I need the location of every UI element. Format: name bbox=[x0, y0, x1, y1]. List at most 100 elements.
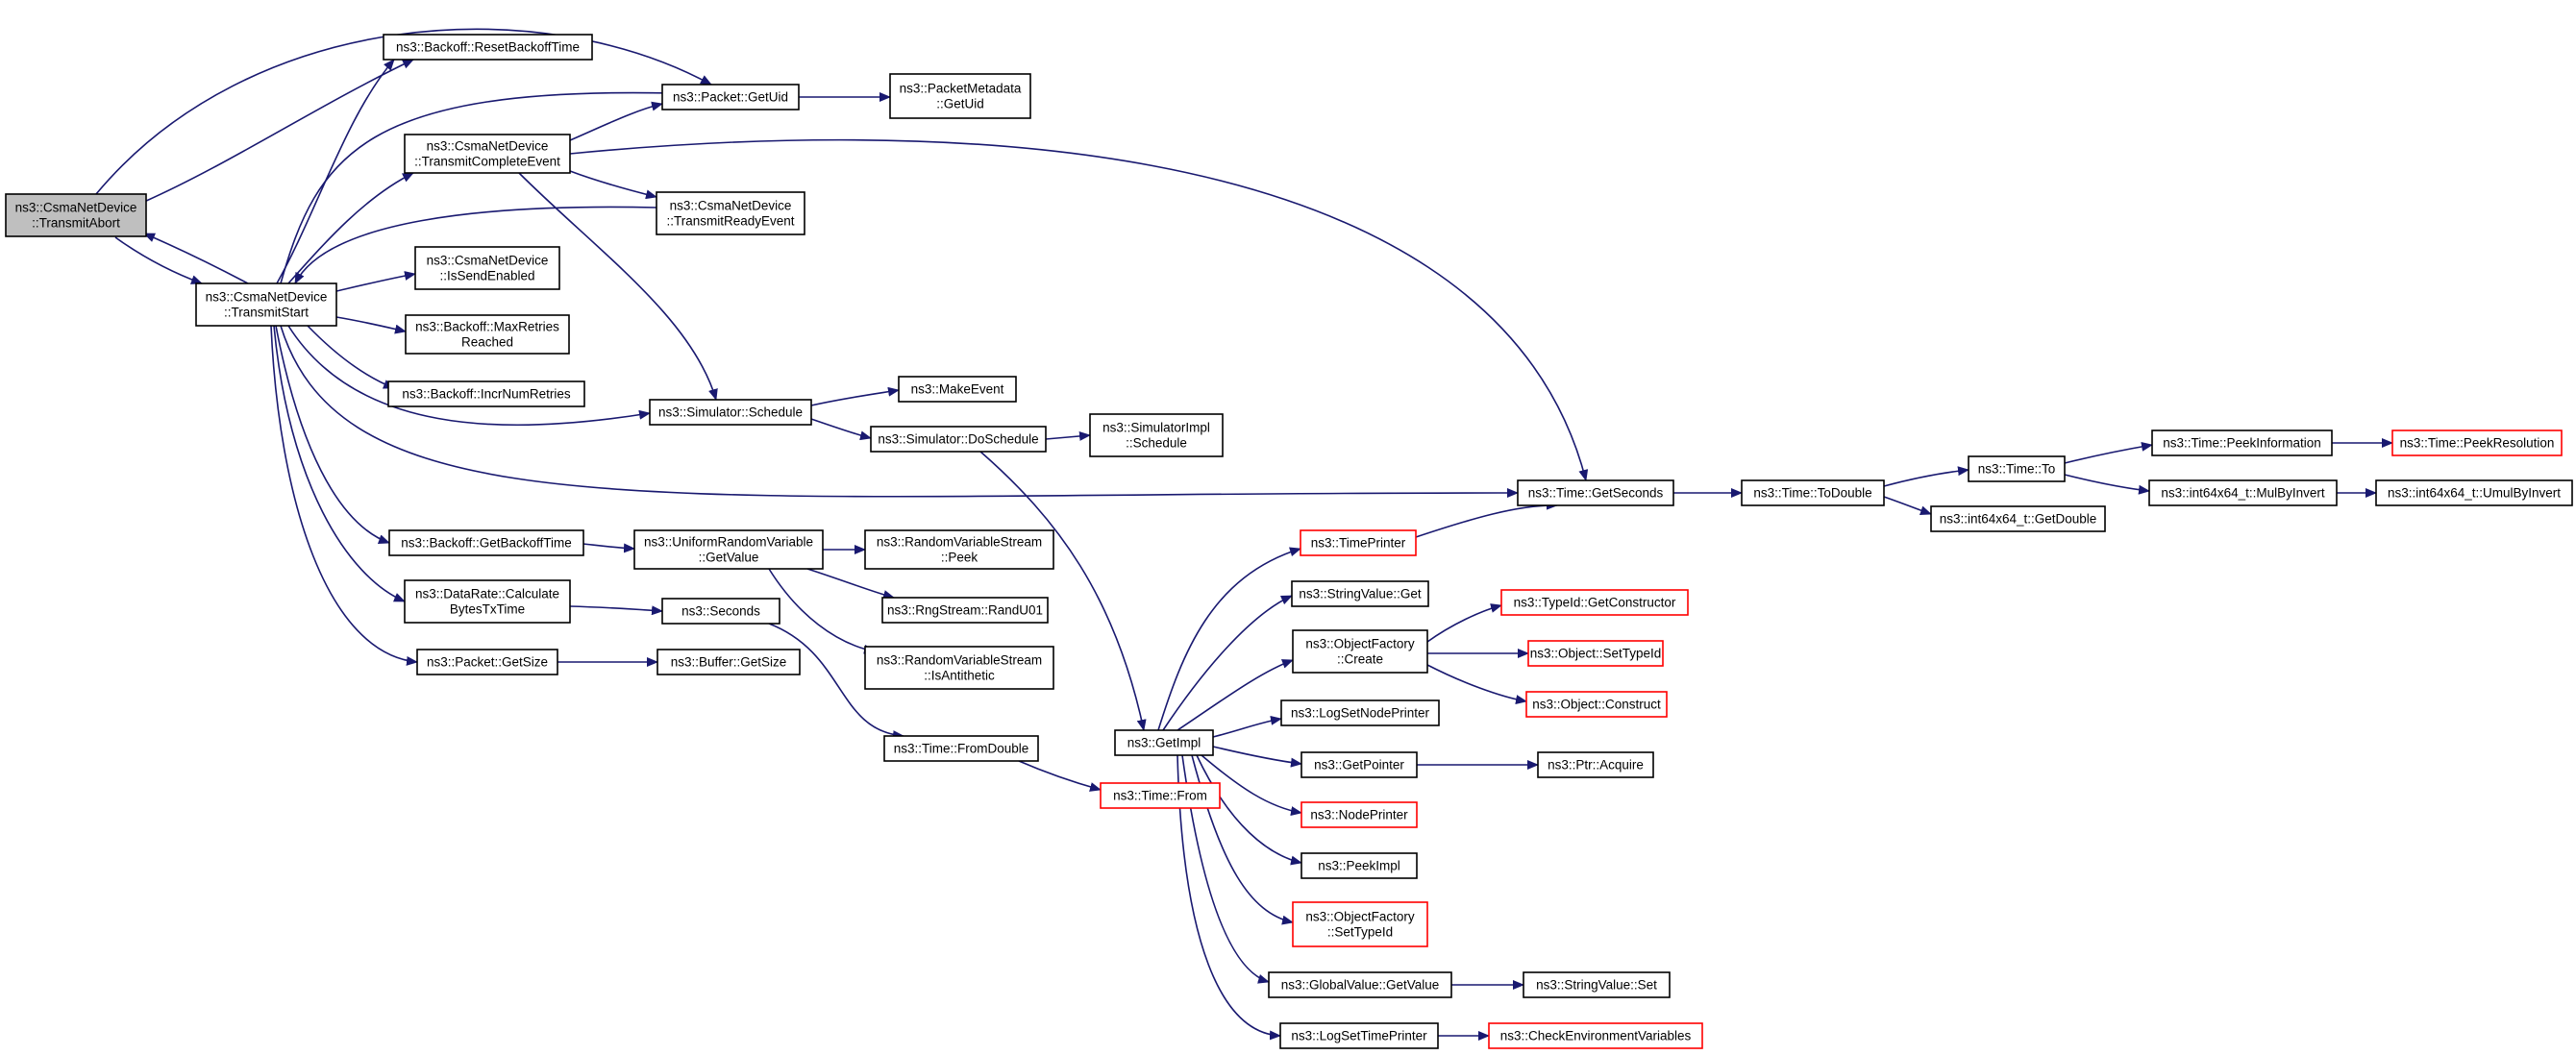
node-object-set-type-id[interactable]: ns3::Object::SetTypeId bbox=[1527, 640, 1664, 667]
node-time-printer[interactable]: ns3::TimePrinter bbox=[1300, 529, 1417, 556]
node-box bbox=[2151, 429, 2333, 456]
node-label: ns3::Backoff::IncrNumRetries bbox=[402, 387, 571, 402]
node-label: ns3::StringValue::Get bbox=[1299, 587, 1422, 601]
node-rvs-is-antithetic[interactable]: ns3::RandomVariableStream::IsAntithetic bbox=[864, 646, 1054, 690]
node-object-construct[interactable]: ns3::Object::Construct bbox=[1525, 691, 1668, 718]
edge-transmit-start-to-packet-get-uid bbox=[280, 87, 674, 284]
node-incr-num-retries[interactable]: ns3::Backoff::IncrNumRetries bbox=[387, 380, 585, 407]
node-rng-stream-rand-u01[interactable]: ns3::RngStream::RandU01 bbox=[881, 597, 1049, 624]
node-get-backoff-time[interactable]: ns3::Backoff::GetBackoffTime bbox=[388, 529, 584, 556]
node-reset-backoff-time[interactable]: ns3::Backoff::ResetBackoffTime bbox=[383, 34, 593, 61]
node-time-get-seconds[interactable]: ns3::Time::GetSeconds bbox=[1517, 479, 1674, 506]
edge-transmit-start-to-reset-backoff-time bbox=[276, 59, 395, 284]
node-label: ns3::CsmaNetDevice bbox=[206, 290, 328, 305]
node-ptr-acquire[interactable]: ns3::Ptr::Acquire bbox=[1537, 751, 1654, 778]
node-simulator-do-schedule[interactable]: ns3::Simulator::DoSchedule bbox=[870, 426, 1047, 453]
node-box bbox=[195, 282, 337, 327]
node-label: ns3::Backoff::MaxRetries bbox=[415, 320, 559, 334]
node-box bbox=[1291, 580, 1429, 607]
node-rvs-peek[interactable]: ns3::RandomVariableStream::Peek bbox=[864, 529, 1054, 570]
node-label: ns3::Backoff::ResetBackoffTime bbox=[396, 40, 580, 55]
node-simulator-schedule[interactable]: ns3::Simulator::Schedule bbox=[649, 399, 812, 426]
node-label: ns3::Time::PeekResolution bbox=[2400, 436, 2555, 451]
edge-simulator-schedule-to-simulator-do-schedule bbox=[810, 418, 872, 441]
node-box bbox=[649, 399, 812, 426]
node-box bbox=[2375, 479, 2573, 506]
node-uniform-get-value[interactable]: ns3::UniformRandomVariable::GetValue bbox=[633, 529, 824, 570]
node-label: ::TransmitAbort bbox=[32, 216, 120, 231]
node-label: ns3::DataRate::Calculate bbox=[415, 587, 559, 601]
node-time-from[interactable]: ns3::Time::From bbox=[1100, 782, 1221, 809]
edge-time-from-double-to-time-from bbox=[1018, 760, 1102, 792]
node-label: ns3::int64x64_t::MulByInvert bbox=[2161, 486, 2325, 501]
edge-uniform-get-value-to-rng-stream-rand-u01 bbox=[806, 568, 895, 600]
node-box bbox=[1300, 529, 1417, 556]
node-get-impl[interactable]: ns3::GetImpl bbox=[1114, 729, 1214, 756]
node-label: ns3::PeekImpl bbox=[1318, 859, 1400, 873]
node-packet-metadata-get-uid[interactable]: ns3::PacketMetadata::GetUid bbox=[889, 73, 1031, 119]
edge-simulator-do-schedule-to-simulator-impl-schedule bbox=[1045, 430, 1091, 441]
node-transmit-ready-event[interactable]: ns3::CsmaNetDevice::TransmitReadyEvent bbox=[656, 191, 805, 235]
node-transmit-complete-event[interactable]: ns3::CsmaNetDevice::TransmitCompleteEven… bbox=[404, 134, 571, 174]
node-time-to-double[interactable]: ns3::Time::ToDouble bbox=[1741, 479, 1885, 506]
node-packet-get-size[interactable]: ns3::Packet::GetSize bbox=[416, 649, 558, 675]
node-string-value-get[interactable]: ns3::StringValue::Get bbox=[1291, 580, 1429, 607]
node-box bbox=[1930, 505, 2106, 532]
node-box bbox=[1300, 801, 1418, 828]
node-box bbox=[881, 597, 1049, 624]
node-label: ns3::NodePrinter bbox=[1310, 808, 1408, 822]
node-check-environment-variables[interactable]: ns3::CheckEnvironmentVariables bbox=[1488, 1022, 1703, 1049]
node-box bbox=[864, 646, 1054, 690]
node-packet-get-uid[interactable]: ns3::Packet::GetUid bbox=[661, 84, 800, 110]
node-transmit-abort[interactable]: ns3::CsmaNetDevice::TransmitAbort bbox=[5, 193, 147, 237]
node-object-factory-set-type-id[interactable]: ns3::ObjectFactory::SetTypeId bbox=[1292, 901, 1428, 947]
node-time-peek-resolution[interactable]: ns3::Time::PeekResolution bbox=[2391, 429, 2563, 456]
node-box bbox=[1114, 729, 1214, 756]
edge-transmit-start-to-is-send-enabled bbox=[335, 271, 416, 292]
edge-time-to-double-to-time-to bbox=[1883, 466, 1969, 487]
edge-get-impl-to-object-factory-set-type-id bbox=[1191, 754, 1294, 925]
node-label: ns3::CsmaNetDevice bbox=[427, 254, 549, 268]
node-label: ns3::CsmaNetDevice bbox=[427, 139, 549, 154]
node-get-pointer[interactable]: ns3::GetPointer bbox=[1300, 751, 1418, 778]
edge-calculate-bytes-tx-time-to-seconds bbox=[569, 605, 663, 616]
node-type-id-get-constructor[interactable]: ns3::TypeId::GetConstructor bbox=[1500, 589, 1689, 616]
node-time-peek-information[interactable]: ns3::Time::PeekInformation bbox=[2151, 429, 2333, 456]
node-time-to[interactable]: ns3::Time::To bbox=[1968, 455, 2066, 482]
node-node-printer[interactable]: ns3::NodePrinter bbox=[1300, 801, 1418, 828]
edge-transmit-start-to-incr-num-retries bbox=[307, 325, 395, 389]
node-box bbox=[414, 246, 560, 290]
node-buffer-get-size[interactable]: ns3::Buffer::GetSize bbox=[656, 649, 801, 675]
node-int64-umul-by-invert[interactable]: ns3::int64x64_t::UmulByInvert bbox=[2375, 479, 2573, 506]
node-string-value-set[interactable]: ns3::StringValue::Set bbox=[1523, 971, 1671, 998]
node-transmit-start[interactable]: ns3::CsmaNetDevice::TransmitStart bbox=[195, 282, 337, 327]
node-box bbox=[1741, 479, 1885, 506]
node-int64-mul-by-invert[interactable]: ns3::int64x64_t::MulByInvert bbox=[2148, 479, 2338, 506]
node-int64-get-double[interactable]: ns3::int64x64_t::GetDouble bbox=[1930, 505, 2106, 532]
node-label: ns3::Simulator::DoSchedule bbox=[878, 432, 1038, 447]
node-log-set-time-printer[interactable]: ns3::LogSetTimePrinter bbox=[1279, 1022, 1439, 1049]
edge-transmit-abort-to-transmit-start bbox=[114, 236, 203, 284]
node-time-from-double[interactable]: ns3::Time::FromDouble bbox=[883, 735, 1039, 762]
node-global-value-get-value[interactable]: ns3::GlobalValue::GetValue bbox=[1268, 971, 1452, 998]
edge-get-impl-to-time-printer bbox=[1157, 547, 1301, 731]
node-peek-impl[interactable]: ns3::PeekImpl bbox=[1300, 852, 1418, 879]
node-make-event[interactable]: ns3::MakeEvent bbox=[898, 376, 1017, 403]
node-label: ns3::Time::To bbox=[1978, 462, 2056, 477]
node-label: ::TransmitCompleteEvent bbox=[414, 155, 560, 169]
node-seconds[interactable]: ns3::Seconds bbox=[661, 598, 780, 625]
node-box bbox=[387, 380, 585, 407]
node-log-set-node-printer[interactable]: ns3::LogSetNodePrinter bbox=[1280, 699, 1440, 726]
node-box bbox=[1292, 629, 1428, 674]
edge-transmit-start-to-packet-get-size bbox=[270, 325, 418, 666]
node-is-send-enabled[interactable]: ns3::CsmaNetDevice::IsSendEnabled bbox=[414, 246, 560, 290]
node-label: ns3::RandomVariableStream bbox=[877, 535, 1042, 550]
node-object-factory-create[interactable]: ns3::ObjectFactory::Create bbox=[1292, 629, 1428, 674]
edge-get-impl-to-get-pointer bbox=[1212, 746, 1302, 768]
node-label: Reached bbox=[461, 335, 513, 350]
node-label: ::SetTypeId bbox=[1327, 925, 1393, 940]
node-simulator-impl-schedule[interactable]: ns3::SimulatorImpl::Schedule bbox=[1089, 413, 1224, 457]
node-label: ::Schedule bbox=[1126, 436, 1187, 451]
